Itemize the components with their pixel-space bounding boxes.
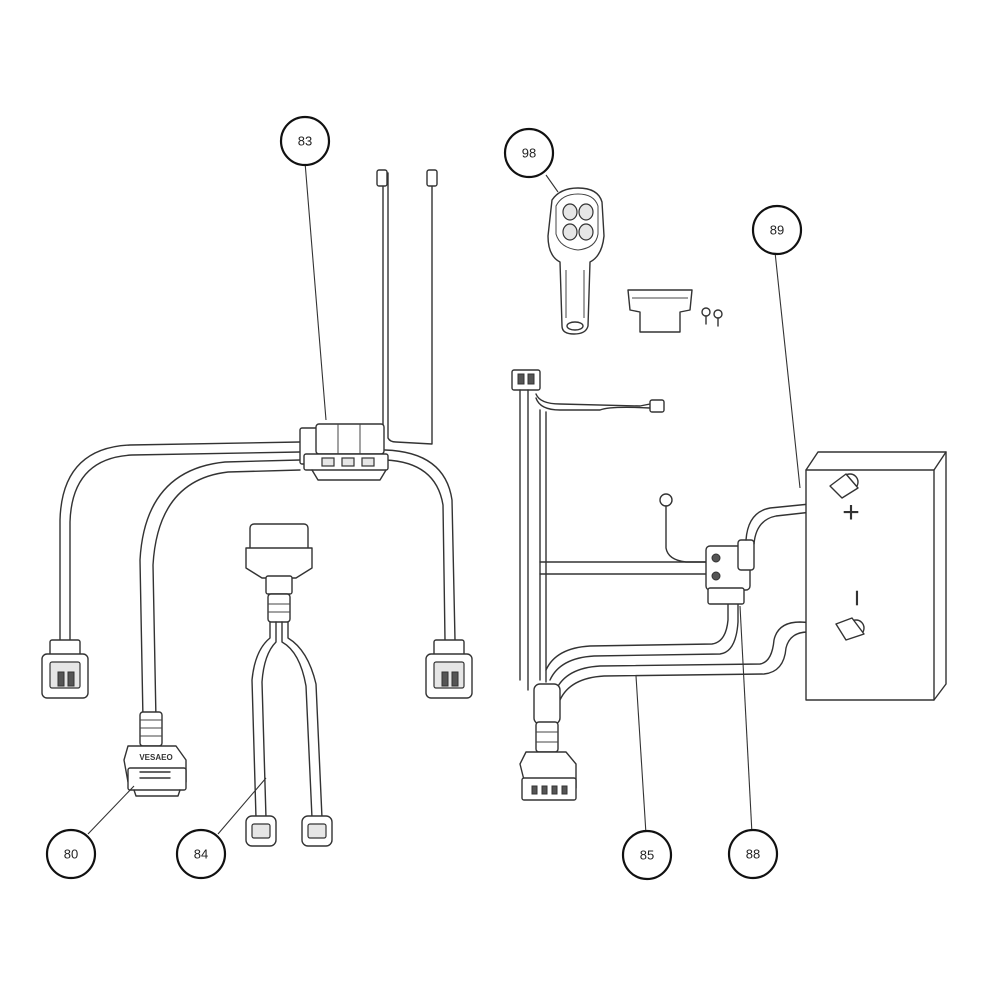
power-harness-85 [511, 369, 837, 801]
ring-terminal-ground [659, 493, 709, 563]
y-harness-84 [245, 523, 333, 847]
battery-negative-terminal [835, 617, 865, 641]
mounting-screws [701, 307, 723, 327]
callout-98-label: 98 [522, 146, 536, 161]
callout-85: 85 [621, 829, 673, 881]
callout-84-label: 84 [194, 847, 208, 862]
relay-harness-83 [299, 169, 438, 481]
left-plug-connector [41, 639, 89, 699]
right-plug-connector [425, 639, 473, 699]
main-harness-connector: VESAEO [123, 711, 187, 797]
battery: + − [805, 451, 947, 701]
circuit-breaker-88 [705, 489, 839, 605]
callout-80-label: 80 [64, 847, 78, 862]
remote-control-98 [547, 187, 605, 335]
y-harness-plug-left [245, 815, 277, 847]
callout-89: 89 [751, 204, 803, 256]
battery-positive-terminal [829, 473, 859, 499]
leader-lines [87, 161, 801, 835]
callout-89-label: 89 [770, 223, 784, 238]
battery-plus-symbol: + [842, 496, 860, 529]
vehicle-harness-80: VESAEO [41, 441, 473, 797]
callout-98: 98 [503, 127, 555, 179]
brand-mark: VESAEO [139, 753, 172, 762]
remote-mounting-bracket [627, 289, 693, 333]
callout-83-label: 83 [298, 134, 312, 149]
callout-85-label: 85 [640, 848, 654, 863]
callout-83: 83 [279, 115, 331, 167]
y-harness-plug-right [301, 815, 333, 847]
callout-84: 84 [175, 828, 227, 880]
battery-minus-symbol: − [840, 589, 873, 607]
callout-88-label: 88 [746, 847, 760, 862]
callout-88: 88 [727, 828, 779, 880]
callout-80: 80 [45, 828, 97, 880]
